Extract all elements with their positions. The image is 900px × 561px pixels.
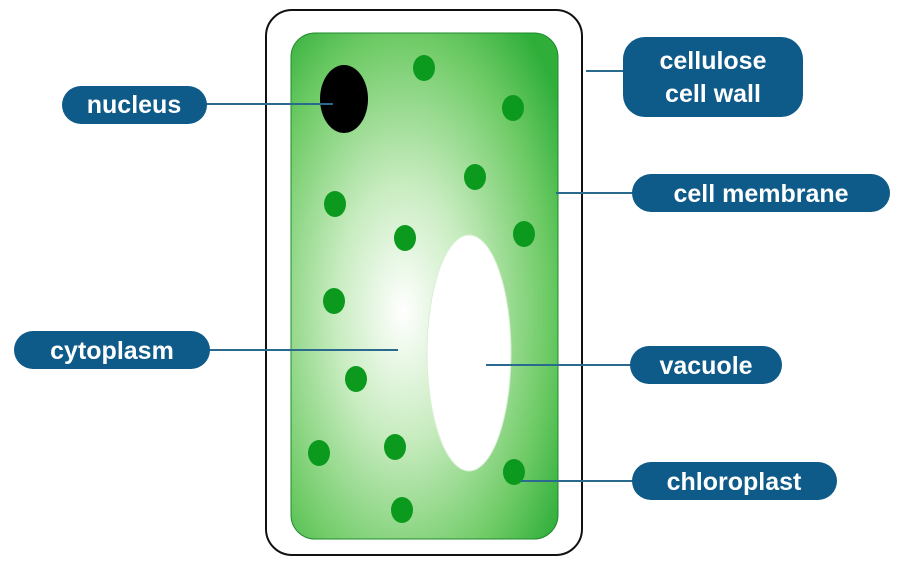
cell-wall-label-line2: cell wall xyxy=(665,80,761,108)
chloroplast-dot xyxy=(323,288,345,314)
cell-wall-label: cellulose cell wall xyxy=(623,37,803,117)
chloroplast-label-text: chloroplast xyxy=(667,468,802,496)
chloroplast-dot xyxy=(308,440,330,466)
chloroplast-dot xyxy=(502,95,524,121)
chloroplast-dot xyxy=(464,164,486,190)
cell-membrane-label: cell membrane xyxy=(632,174,890,212)
chloroplast-dot xyxy=(384,434,406,460)
vacuole-label: vacuole xyxy=(630,346,782,384)
nucleus-organelle xyxy=(320,65,368,133)
chloroplast-dot xyxy=(345,366,367,392)
cytoplasm-label-text: cytoplasm xyxy=(50,337,174,365)
cell-membrane-label-text: cell membrane xyxy=(673,180,848,208)
cytoplasm-label: cytoplasm xyxy=(14,331,210,369)
cell-wall-label-line1: cellulose xyxy=(660,47,767,75)
chloroplast-dot xyxy=(394,225,416,251)
chloroplast-dot xyxy=(324,191,346,217)
chloroplast-dot xyxy=(513,221,535,247)
chloroplast-dot xyxy=(413,55,435,81)
nucleus-label: nucleus xyxy=(62,86,207,124)
nucleus-label-text: nucleus xyxy=(87,91,181,119)
chloroplast-dot xyxy=(391,497,413,523)
vacuole-label-text: vacuole xyxy=(659,352,752,380)
chloroplast-label: chloroplast xyxy=(632,462,837,500)
vacuole-organelle xyxy=(427,235,511,471)
